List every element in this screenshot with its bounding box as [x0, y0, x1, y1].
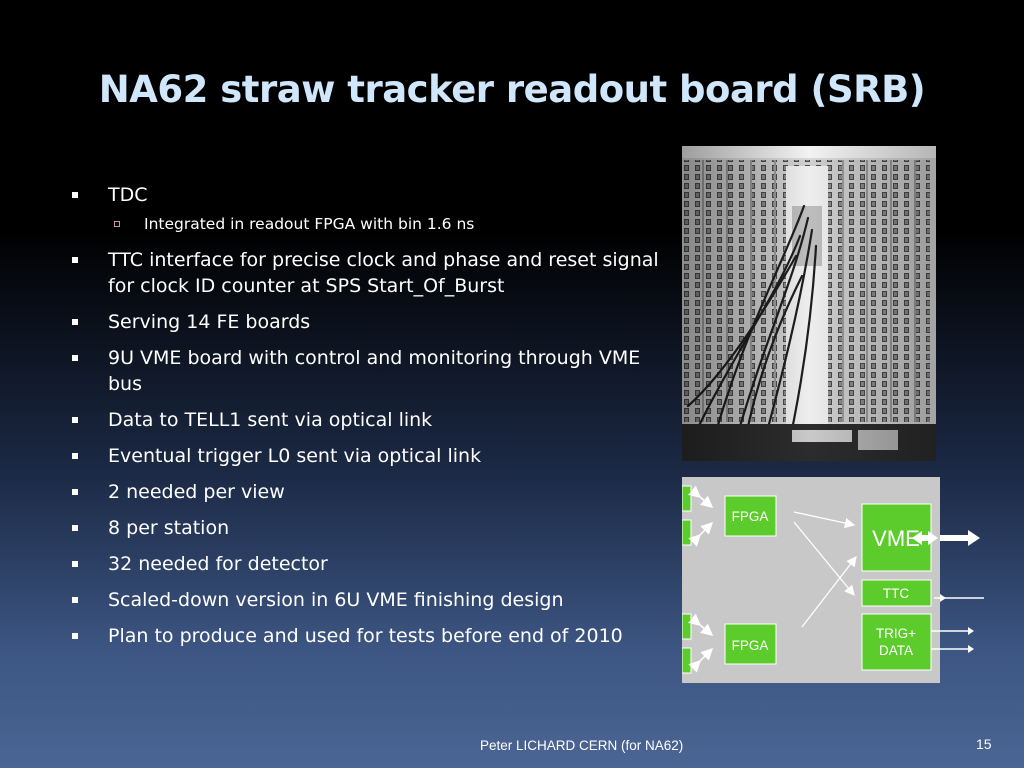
ttc-label: TTC: [883, 586, 909, 601]
square-bullet-icon: [72, 489, 78, 495]
fpga-top-block: [724, 495, 777, 537]
external-arrows: [940, 530, 984, 653]
bullet-item: Plan to produce and used for tests befor…: [70, 623, 660, 649]
square-bullet-icon: [72, 597, 78, 603]
trig-label-line1: TRIG+: [876, 626, 916, 641]
arrowhead-icon: [968, 645, 974, 653]
bullet-item: 2 needed per view: [70, 479, 660, 505]
arrowhead-icon: [968, 627, 974, 635]
fpga-bottom-label: FPGA: [732, 638, 769, 653]
sub-bullet-item: Integrated in readout FPGA with bin 1.6 …: [70, 213, 660, 235]
fpga-bottom-block: [724, 623, 777, 665]
board-crate-photo: [682, 146, 936, 461]
square-bullet-icon: [72, 257, 78, 263]
square-bullet-icon: [72, 355, 78, 361]
vme-bus-right-arrow-icon: [940, 530, 980, 546]
bullet-item: 8 per station: [70, 515, 660, 541]
square-bullet-icon: [72, 417, 78, 423]
square-bullet-icon: [72, 525, 78, 531]
cross-arrows: [793, 511, 857, 628]
srb-block-diagram: FPGA FPGA VME TTC TRIG+ DATA: [682, 477, 940, 683]
trig-label-line2: DATA: [879, 643, 913, 658]
ttc-block: [861, 579, 932, 607]
square-bullet-icon: [72, 633, 78, 639]
square-bullet-icon: [72, 453, 78, 459]
trig-data-block: [861, 613, 932, 671]
square-bullet-icon: [72, 319, 78, 325]
square-bullet-icon: [72, 561, 78, 567]
slide-footer: Peter LICHARD CERN (for NA62): [480, 738, 684, 753]
bullet-item: Data to TELL1 sent via optical link: [70, 407, 660, 433]
bullet-item: TDC: [70, 182, 660, 208]
bullet-item: Serving 14 FE boards: [70, 309, 660, 335]
bullet-item: Scaled-down version in 6U VME finishing …: [70, 587, 660, 613]
fe-connector-block: [682, 647, 692, 674]
square-bullet-icon: [72, 192, 78, 198]
link-arrows: [688, 485, 714, 673]
bullet-list: TDC Integrated in readout FPGA with bin …: [70, 182, 660, 659]
bullet-item: 9U VME board with control and monitoring…: [70, 345, 660, 397]
fe-connector-block: [682, 485, 692, 512]
fe-connector-block: [682, 519, 692, 546]
vme-label: VME: [872, 526, 920, 551]
fpga-top-label: FPGA: [732, 509, 769, 524]
hollow-square-bullet-icon: [114, 221, 120, 227]
output-lines: [931, 630, 940, 650]
slide-title: NA62 straw tracker readout board (SRB): [98, 68, 926, 111]
fe-connector-block: [682, 613, 692, 640]
ttc-arrowhead-icon: [940, 594, 946, 602]
vme-bus-arrow-icon: [912, 531, 938, 545]
bullet-item: Eventual trigger L0 sent via optical lin…: [70, 443, 660, 469]
page-number: 15: [976, 736, 992, 752]
bullet-item: 32 needed for detector: [70, 551, 660, 577]
bullet-item: TTC interface for precise clock and phas…: [70, 247, 660, 299]
